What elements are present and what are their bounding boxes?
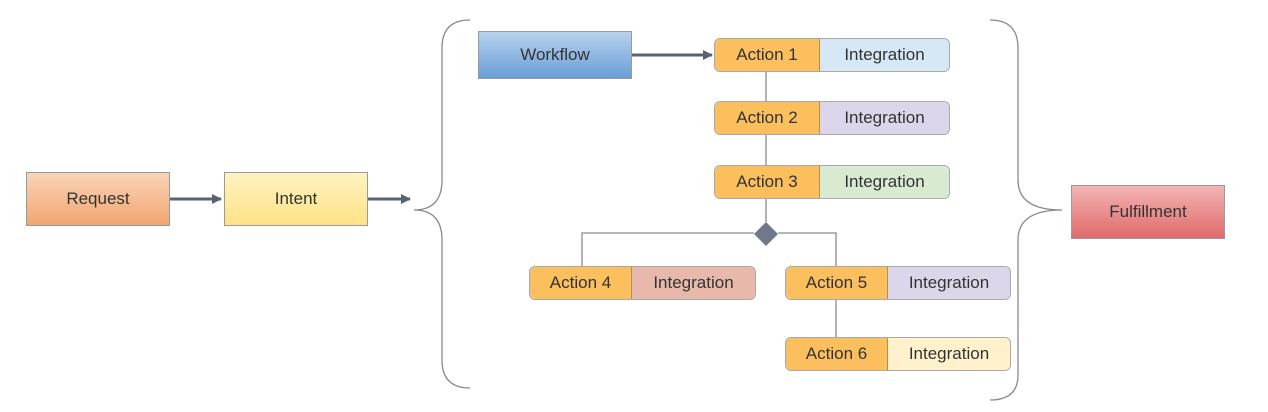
integration-2-label: Integration (820, 102, 949, 134)
action-3-pair: Action 3 Integration (714, 165, 950, 199)
right-brace (989, 19, 1063, 401)
fulfillment-node: Fulfillment (1071, 185, 1225, 239)
integration-6-label: Integration (888, 338, 1010, 370)
action-5-pair: Action 5 Integration (785, 266, 1011, 300)
action-5-label: Action 5 (786, 267, 888, 299)
action-4-label: Action 4 (530, 267, 632, 299)
action-3-label: Action 3 (715, 166, 820, 198)
workflow-node: Workflow (478, 31, 632, 79)
integration-4-label: Integration (632, 267, 755, 299)
action-2-pair: Action 2 Integration (714, 101, 950, 135)
action-2-label: Action 2 (715, 102, 820, 134)
decision-diamond (754, 222, 778, 246)
intent-label: Intent (274, 189, 318, 208)
fulfillment-label: Fulfillment (1109, 202, 1187, 221)
intent-node: Intent (224, 172, 368, 226)
integration-3-label: Integration (820, 166, 949, 198)
branch-left (581, 232, 754, 266)
request-node: Request (26, 172, 170, 226)
request-label: Request (66, 189, 130, 208)
action-6-label: Action 6 (786, 338, 888, 370)
action-1-label: Action 1 (715, 39, 820, 71)
branch-right (778, 232, 837, 266)
integration-5-label: Integration (888, 267, 1010, 299)
left-brace (413, 19, 471, 389)
workflow-label: Workflow (520, 45, 590, 64)
action-4-pair: Action 4 Integration (529, 266, 756, 300)
action-6-pair: Action 6 Integration (785, 337, 1011, 371)
integration-1-label: Integration (820, 39, 949, 71)
action-1-pair: Action 1 Integration (714, 38, 950, 72)
